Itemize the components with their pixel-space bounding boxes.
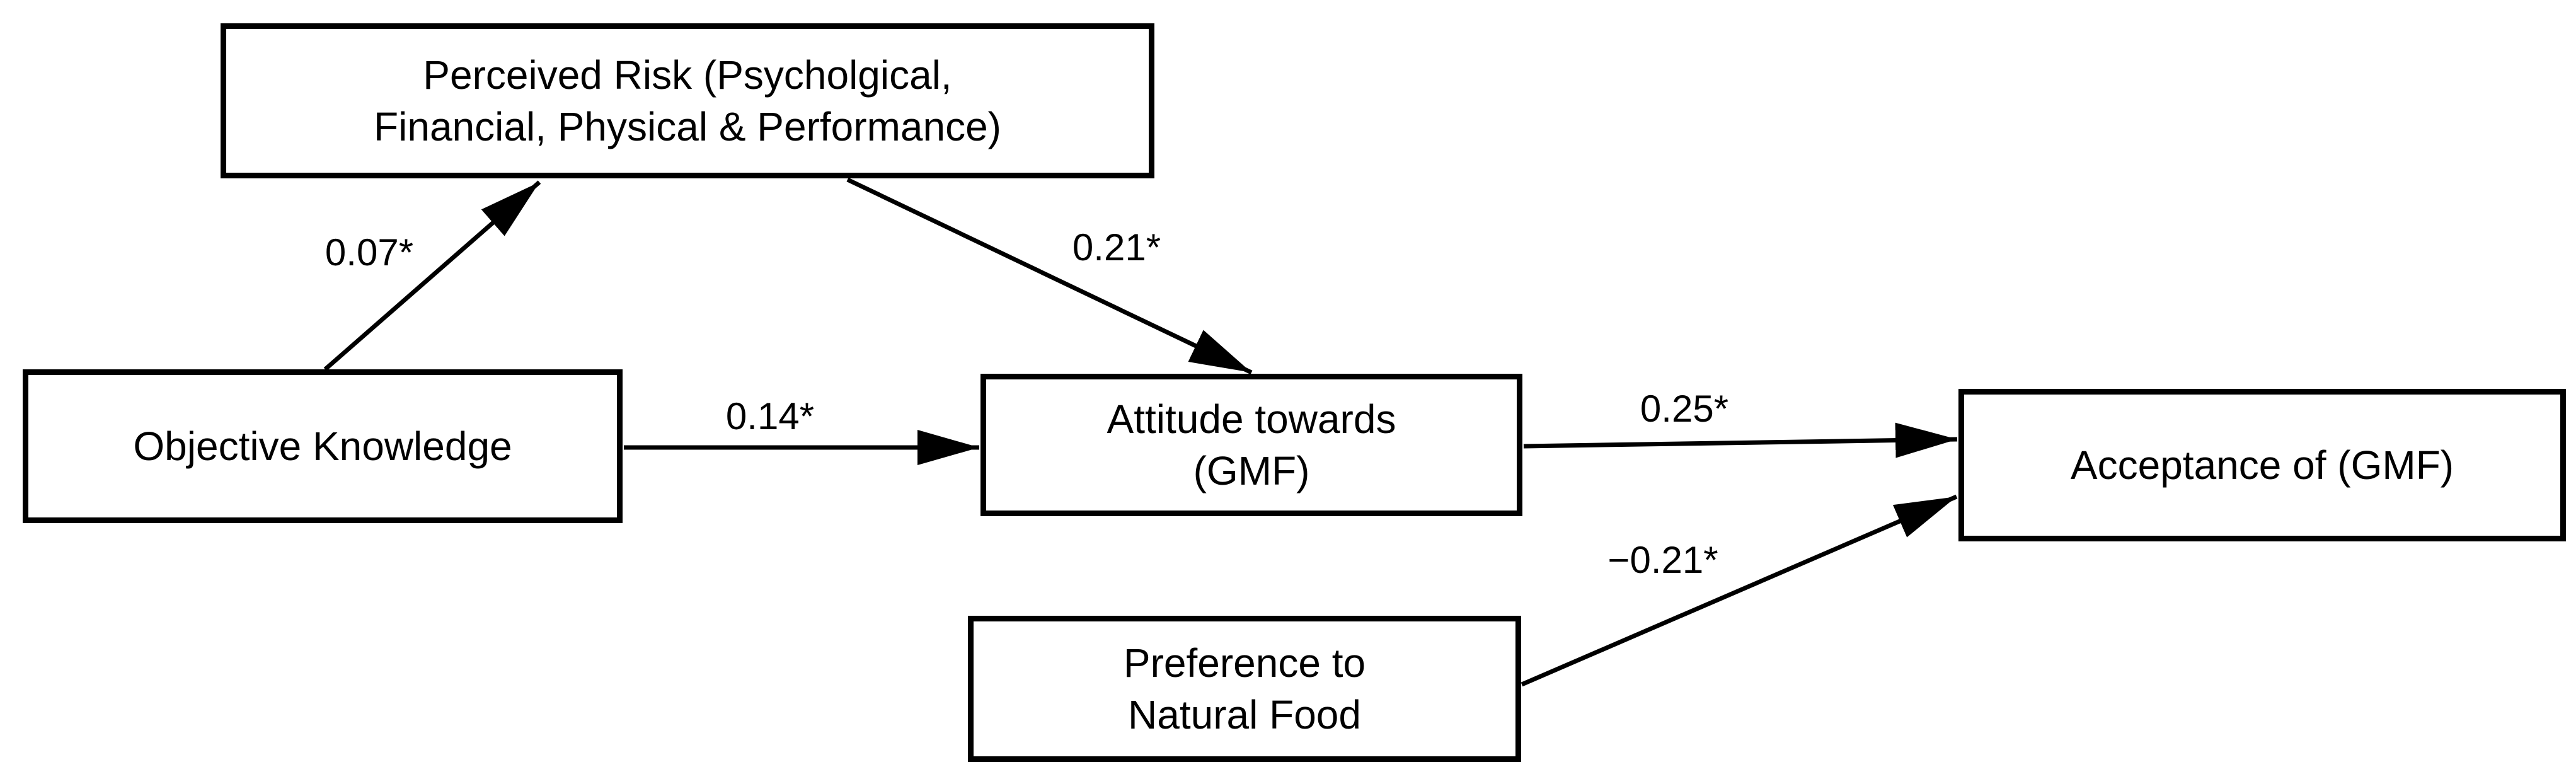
node-preference-natural-food: Preference to Natural Food — [968, 616, 1521, 762]
arrow-perceived-risk-to-attitude — [846, 177, 1253, 375]
node-label-line: Objective Knowledge — [133, 424, 512, 469]
coefficient-preference-to-acceptance: −0.21* — [1607, 539, 1718, 581]
node-label-line: Preference to — [1123, 640, 1366, 686]
node-perceived-risk: Perceived Risk (Psycholgical, Financial,… — [221, 23, 1154, 178]
node-attitude-gmf: Attitude towards (GMF) — [980, 374, 1522, 516]
coefficient-objective-to-perceived-risk: 0.07* — [325, 231, 414, 274]
coefficient-perceived-risk-to-attitude: 0.21* — [1072, 226, 1161, 268]
node-label-line: Acceptance of (GMF) — [2070, 442, 2454, 488]
coefficient-objective-to-attitude: 0.14* — [725, 395, 815, 437]
node-label-line: Perceived Risk (Psycholgical, — [423, 52, 952, 98]
node-objective-knowledge: Objective Knowledge — [23, 369, 623, 523]
coefficient-attitude-to-acceptance: 0.25* — [1640, 388, 1729, 430]
node-label-line: Attitude towards — [1107, 396, 1396, 442]
node-label-line: (GMF) — [1193, 448, 1310, 493]
arrow-objective-to-perceived-risk — [323, 180, 541, 371]
node-acceptance-gmf: Acceptance of (GMF) — [1958, 389, 2566, 541]
arrow-preference-to-acceptance — [1521, 494, 1958, 687]
node-label-line: Financial, Physical & Performance) — [374, 104, 1001, 149]
arrow-attitude-to-acceptance — [1523, 422, 1958, 458]
node-label-line: Natural Food — [1128, 692, 1361, 737]
